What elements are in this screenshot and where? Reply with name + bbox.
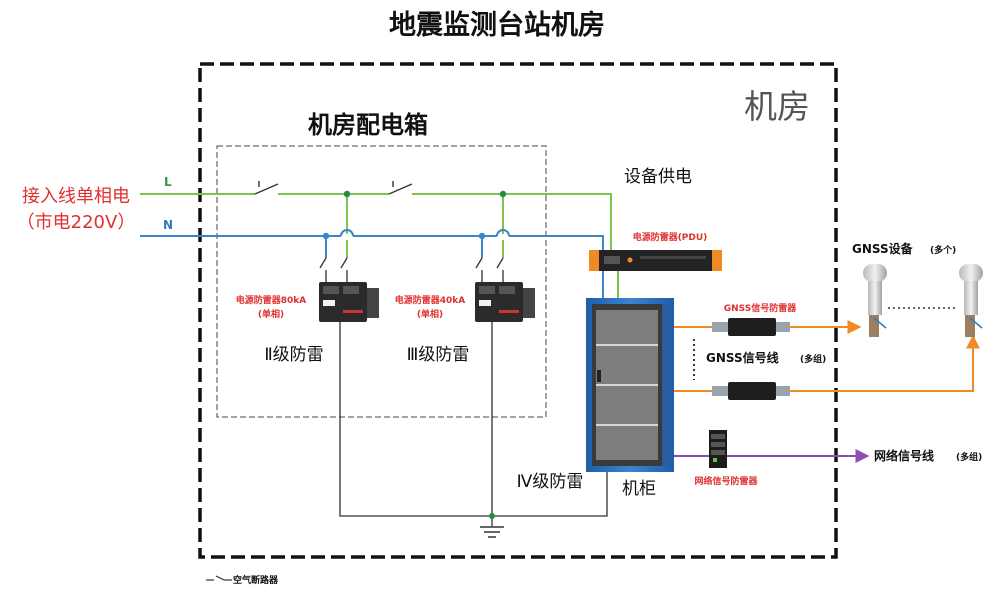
network-line-note: (多组) bbox=[956, 451, 982, 463]
gnss-device-note: (多个) bbox=[930, 244, 956, 256]
air-breaker-1 bbox=[254, 181, 279, 195]
pdu-label: 电源防雷器(PDU) bbox=[633, 231, 708, 243]
gnss-spd-device-1 bbox=[712, 318, 790, 336]
level-4-label: Ⅳ级防雷 bbox=[517, 472, 584, 492]
room-label: 机房 bbox=[744, 87, 810, 126]
line-n-label: N bbox=[163, 218, 173, 232]
level-3-label: Ⅲ级防雷 bbox=[407, 345, 470, 365]
spd80-label-line2: (单相) bbox=[258, 308, 284, 320]
live-junction-1 bbox=[343, 190, 351, 198]
gnss-spd-device-2 bbox=[712, 382, 790, 400]
network-spd-label: 网络信号防雷器 bbox=[694, 475, 758, 487]
spd-80ka-device bbox=[319, 282, 379, 322]
cabinet bbox=[586, 298, 674, 472]
gnss-antenna-1 bbox=[863, 264, 887, 337]
live-junction-2 bbox=[499, 190, 507, 198]
spd40-label-line1: 电源防雷器40kA bbox=[395, 294, 466, 306]
input-label-line2: （市电220V） bbox=[17, 212, 136, 233]
ground-symbol bbox=[480, 526, 504, 538]
gnss-line-label: GNSS信号线 bbox=[706, 350, 779, 365]
neutral-junction-2 bbox=[478, 232, 486, 240]
gnss-signal-line-2 bbox=[674, 334, 980, 392]
line-l-label: L bbox=[164, 175, 172, 189]
gnss-device-label: GNSS设备 bbox=[852, 241, 914, 256]
input-label-line1: 接入线单相电 bbox=[22, 186, 130, 207]
live-line bbox=[140, 193, 619, 298]
legend-breaker-icon bbox=[206, 575, 232, 581]
neutral-line bbox=[140, 229, 604, 298]
cabinet-label: 机柜 bbox=[622, 479, 656, 499]
pdu-device bbox=[589, 250, 722, 271]
gnss-line-note: (多组) bbox=[800, 353, 826, 365]
spd40-label-line2: (单相) bbox=[417, 308, 443, 320]
gnss-antenna-2 bbox=[959, 264, 983, 337]
distribution-box-label: 机房配电箱 bbox=[308, 111, 428, 139]
level-2-label: Ⅱ级防雷 bbox=[264, 345, 323, 365]
ground-wiring bbox=[339, 322, 608, 526]
network-line-label: 网络信号线 bbox=[874, 448, 934, 463]
spd-40ka-device bbox=[475, 282, 535, 322]
spd80-label-line1: 电源防雷器80kA bbox=[236, 294, 307, 306]
gnss-spd-label: GNSS信号防雷器 bbox=[724, 302, 797, 314]
neutral-junction-1 bbox=[322, 232, 330, 240]
distribution-box-boundary bbox=[216, 145, 547, 418]
air-breaker-2 bbox=[388, 181, 413, 195]
network-spd-device bbox=[709, 430, 727, 468]
room-boundary bbox=[198, 62, 838, 559]
ground-junction bbox=[489, 513, 495, 519]
spd40-breakers bbox=[475, 257, 504, 282]
page-title: 地震监测台站机房 bbox=[389, 9, 605, 41]
equipment-power-label: 设备供电 bbox=[624, 167, 692, 187]
spd80-breakers bbox=[319, 257, 348, 282]
legend-label: 空气断路器 bbox=[233, 574, 279, 586]
